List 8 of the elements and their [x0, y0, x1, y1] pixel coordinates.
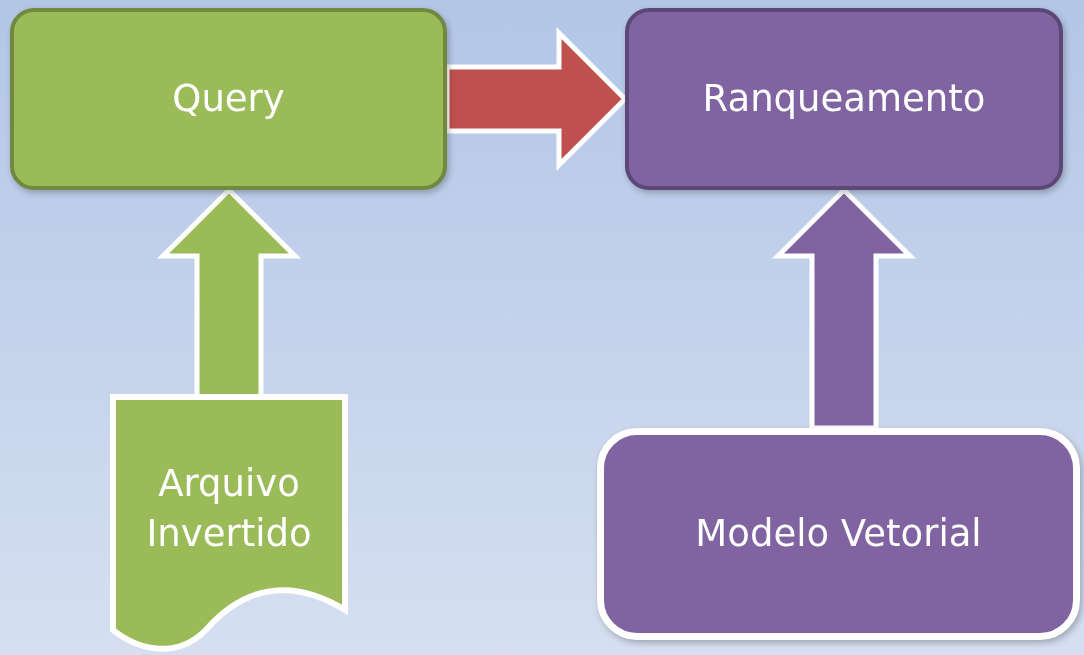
rounded-box — [625, 8, 1063, 190]
node-label: Arquivo Invertido — [145, 460, 313, 557]
node-label: Query — [171, 76, 286, 123]
rounded-box — [597, 428, 1080, 640]
node-label: Ranqueamento — [701, 76, 987, 123]
document-shape — [113, 397, 345, 650]
rounded-box — [10, 8, 447, 190]
node-label: Modelo Vetorial — [694, 511, 983, 558]
